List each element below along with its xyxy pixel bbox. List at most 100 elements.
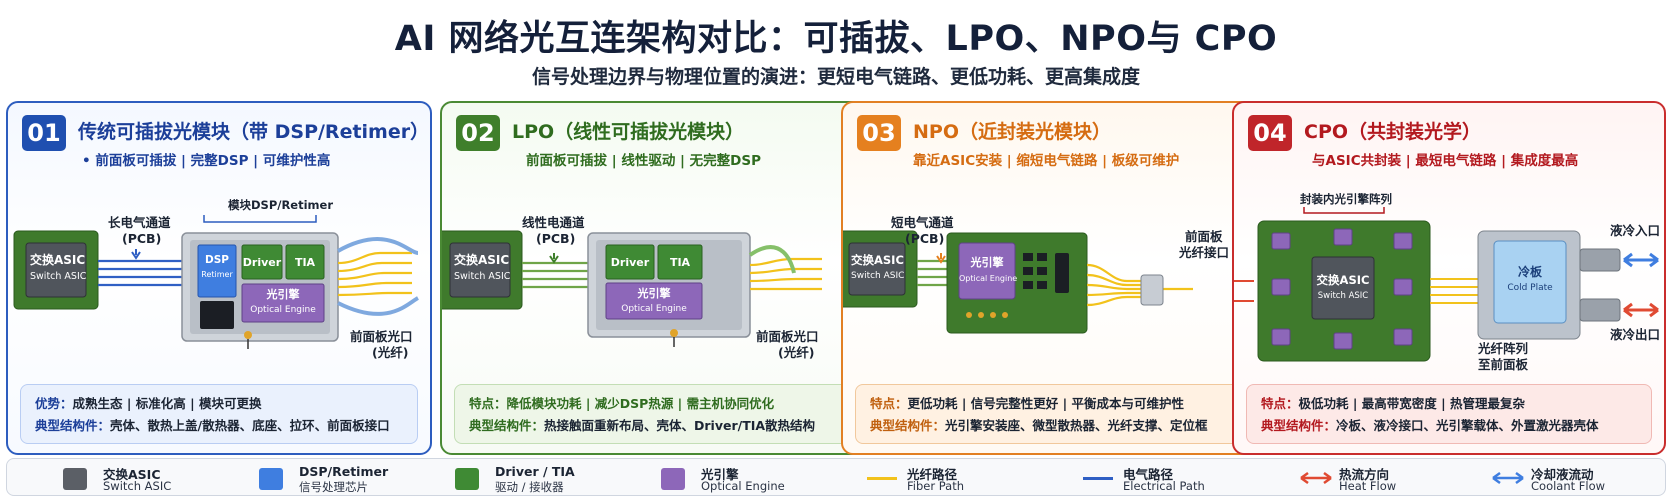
note-key-1: 优势： [35, 396, 73, 411]
engine-label-en: Optical Engine [250, 305, 316, 315]
channel-sub-label: (PCB) [122, 231, 162, 246]
engine-label-en: Optical Engine [621, 304, 687, 314]
heat-arrow-icon [1300, 471, 1332, 485]
legend-sublabel: Coolant Flow [1531, 479, 1606, 493]
engine-label-cn: 光引擎 [970, 256, 1004, 269]
panel-cpo: 04 CPO（共封装光学） 与ASIC共封装 | 最短电气链路 | 集成度最高 … [1232, 101, 1666, 455]
bracket-label: 模块DSP/Retimer [228, 198, 334, 212]
note-key-2: 典型结构件： [469, 418, 545, 433]
asic-chip [1311, 256, 1375, 320]
driver-chip [605, 244, 655, 280]
asic-label-en: Switch ASIC [1317, 291, 1369, 301]
note-key-1: 特点： [469, 396, 507, 411]
page-title: AI 网络光互连架构对比：可插拔、LPO、NPO与 CPO [394, 19, 1278, 59]
port-label: 前面板 [1185, 229, 1223, 244]
optical-engine [605, 282, 703, 320]
legend-label: 交换ASIC [103, 467, 161, 482]
panel-number: 01 [22, 115, 66, 151]
engine-array [1271, 228, 1413, 350]
heat-flow [1234, 280, 1254, 302]
array-label: 封装内光引擎阵列 [1300, 192, 1392, 206]
note-value-2: 光引擎安装座、微型散热器、光纤支撑、定位框 [945, 418, 1208, 433]
panel-tagline: • 前面板可插拔 | 完整DSP | 可维护性高 [82, 153, 331, 169]
legend-sublabel: Heat Flow [1339, 479, 1397, 493]
coolant-in-port [1579, 248, 1621, 272]
panel-number: 03 [857, 115, 901, 151]
electrical-path [522, 261, 592, 289]
legend-sublabel: 信号处理芯片 [299, 480, 368, 494]
panel-note: 特点：降低模块功耗 | 减少DSP热源 | 需主机协同优化 典型结构件：热接触面… [454, 384, 852, 444]
channel-label: 长电气通道 [108, 215, 171, 230]
port-sub-label: 光纤接口 [1179, 245, 1230, 260]
channel-sub-label: (PCB) [536, 231, 576, 246]
note-key-2: 典型结构件： [35, 418, 111, 433]
optical-engine [241, 283, 325, 323]
fiber-array-label: 光纤阵列 [1478, 341, 1529, 356]
panel-lpo: 02 LPO（线性可插拔光模块） 前面板可插拔 | 线性驱动 | 无完整DSP … [440, 101, 866, 455]
coolant-out-arrow [1623, 302, 1659, 318]
asic-chip [25, 242, 87, 298]
legend-label: 热流方向 [1339, 467, 1390, 482]
note-key-2: 典型结构件： [870, 418, 946, 433]
connector-block [200, 301, 234, 329]
note-key-1: 特点： [870, 396, 908, 411]
engine-label-en: Optical Engine [959, 274, 1018, 283]
cold-plate [1493, 240, 1567, 324]
port-label: 前面板光口 [350, 329, 413, 344]
legend: 交换ASIC Switch ASIC DSP/Retimer 信号处理芯片 Dr… [6, 458, 1666, 496]
panel-tagline: 靠近ASIC安装 | 缩短电气链路 | 板级可维护 [913, 153, 1180, 169]
note-value-2: 冷板、液冷接口、光引擎载体、外置激光器壳体 [1336, 418, 1599, 433]
panel-note: 优势：成熟生态 | 标准化高 | 模块可更换 典型结构件：壳体、散热上盖/散热器… [20, 384, 418, 444]
coldplate-label-en: Cold Plate [1507, 283, 1553, 293]
asic-label-cn: 交换ASIC [454, 253, 510, 267]
panel-tagline: 前面板可插拔 | 线性驱动 | 无完整DSP [526, 153, 761, 169]
fiber-path [337, 251, 412, 297]
dsp-chip [197, 244, 237, 298]
driver-label: Driver [242, 256, 282, 269]
channel-label: 短电气通道 [891, 215, 954, 230]
port-label: 前面板光口 [756, 329, 819, 344]
legend-sublabel: 驱动 / 接收器 [495, 480, 564, 494]
lpo-diagram [442, 230, 822, 347]
fiber-path [1430, 278, 1480, 304]
cpo-diagram [1234, 207, 1659, 362]
coolant-arrow-icon [1492, 471, 1524, 485]
note-key-1: 特点： [1261, 396, 1299, 411]
legend-sublabel: Electrical Path [1123, 479, 1205, 493]
coolant-out-port [1579, 298, 1621, 322]
electrical-path [98, 259, 186, 287]
fiber-path [1086, 263, 1193, 307]
fiber-path [749, 257, 822, 291]
note-value-2: 热接触面重新布局、壳体、Driver/TIA散热结构 [544, 418, 816, 433]
asic-chip [848, 242, 906, 296]
tia-chip [657, 244, 703, 280]
panel-note: 特点：极低功耗 | 最高带宽密度 | 热管理最复杂 典型结构件：冷板、液冷接口、… [1246, 384, 1652, 444]
panel-pluggable: 01 传统可插拔光模块（带 DSP/Retimer） • 前面板可插拔 | 完整… [6, 101, 432, 455]
note-key-2: 典型结构件： [1261, 418, 1337, 433]
note-value-1: 极低功耗 | 最高带宽密度 | 热管理最复杂 [1298, 396, 1526, 411]
note-value-1: 更低功耗 | 信号完整性更好 | 平衡成本与可维护性 [907, 396, 1185, 411]
asic-chip [449, 242, 511, 298]
coolant-in-arrow [1623, 252, 1659, 268]
note-value-2: 壳体、散热上盖/散热器、底座、拉环、前面板接口 [110, 418, 390, 433]
fiber-line-icon [867, 477, 897, 480]
optical-engine [958, 242, 1016, 300]
engine-label-cn: 光引擎 [266, 288, 300, 301]
pluggable-diagram [13, 215, 420, 349]
asic-label-en: Switch ASIC [30, 271, 87, 282]
legend-label: 冷却液流动 [1531, 467, 1594, 482]
front-panel-connector [1140, 274, 1164, 306]
coolant-in-label: 液冷入口 [1610, 223, 1661, 238]
legend-sublabel: Optical Engine [701, 479, 785, 493]
driver-label: Driver [610, 256, 650, 269]
driver-chip [241, 244, 283, 280]
panel-number: 04 [1248, 115, 1292, 151]
legend-label: DSP/Retimer [299, 464, 389, 479]
panel-title: LPO（线性可插拔光模块） [512, 121, 745, 143]
coldplate-label-cn: 冷板 [1517, 265, 1542, 279]
asic-label-cn: 交换ASIC [30, 253, 86, 267]
legend-sublabel: Switch ASIC [103, 479, 172, 493]
coolant-out-label: 液冷出口 [1610, 327, 1661, 342]
asic-label-en: Switch ASIC [851, 271, 905, 281]
asic-label-cn: 交换ASIC [851, 253, 904, 267]
